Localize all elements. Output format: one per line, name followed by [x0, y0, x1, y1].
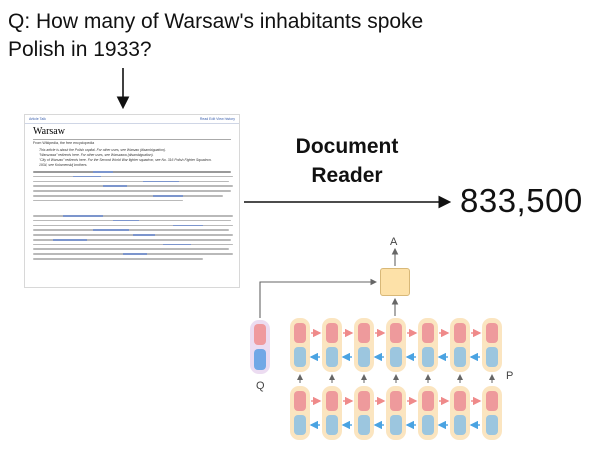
forward-state: [454, 391, 466, 411]
backward-state: [358, 415, 370, 435]
encoder-cell: [290, 318, 310, 372]
question-backward-state: [254, 349, 266, 370]
encoder-cell: [386, 318, 406, 372]
answer-output-box: [380, 268, 410, 296]
backward-state: [422, 347, 434, 367]
backward-state: [326, 415, 338, 435]
backward-state: [294, 415, 306, 435]
wiki-hatnotes: This article is about the Polish capital…: [39, 148, 229, 168]
question-forward-state: [254, 324, 266, 345]
encoder-cell: [482, 386, 502, 440]
forward-state: [422, 323, 434, 343]
encoder-cell: [450, 386, 470, 440]
forward-state: [486, 323, 498, 343]
encoder-cell: [386, 386, 406, 440]
forward-state: [326, 391, 338, 411]
backward-state: [326, 347, 338, 367]
forward-state: [454, 323, 466, 343]
backward-state: [358, 347, 370, 367]
backward-state: [390, 415, 402, 435]
forward-state: [294, 323, 306, 343]
forward-state: [390, 391, 402, 411]
encoder-cell: [290, 386, 310, 440]
wiki-hatnote: 1934, see Kolomenskij brothers.: [39, 163, 88, 167]
forward-state: [358, 323, 370, 343]
answer-text: 833,500: [460, 182, 583, 219]
wiki-hatnote: "Warszawa" redirects here. For other use…: [39, 153, 154, 157]
wiki-article-title: Warsaw: [33, 126, 65, 137]
wiki-paragraph-1: [33, 171, 233, 204]
backward-state: [422, 415, 434, 435]
wiki-hatnote: This article is about the Polish capital…: [39, 148, 166, 152]
wikipedia-page-thumbnail: Article Talk Read Edit View history Wars…: [24, 114, 240, 288]
encoder-cell: [322, 318, 342, 372]
question-encoder-cell: [250, 320, 270, 374]
wiki-paragraph-2: [33, 215, 233, 263]
forward-state: [390, 323, 402, 343]
backward-state: [294, 347, 306, 367]
forward-state: [358, 391, 370, 411]
wiki-hatnote: "City of Warsaw" redirects here. For the…: [39, 158, 212, 162]
wiki-title-rule: [33, 139, 231, 140]
backward-state: [486, 415, 498, 435]
paragraph-label: P: [506, 370, 514, 382]
forward-state: [486, 391, 498, 411]
encoder-cell: [354, 318, 374, 372]
forward-state: [326, 323, 338, 343]
forward-state: [422, 391, 434, 411]
encoder-cell: [450, 318, 470, 372]
backward-state: [390, 347, 402, 367]
wiki-tabs-left: Article Talk: [29, 117, 46, 121]
question-text: Q: How many of Warsaw's inhabitants spok…: [8, 10, 424, 61]
wiki-tabs-right: Read Edit View history: [199, 117, 235, 121]
encoder-cell: [322, 386, 342, 440]
answer-label: A: [390, 236, 398, 248]
backward-state: [454, 347, 466, 367]
document-reader-label: Document Reader: [295, 135, 399, 187]
forward-state: [294, 391, 306, 411]
backward-state: [454, 415, 466, 435]
question-label: Q: [256, 380, 265, 392]
encoder-cell: [418, 318, 438, 372]
wiki-from-line: From Wikipedia, the free encyclopedia: [33, 141, 95, 145]
question-to-answer-connector: [259, 278, 378, 318]
encoder-cell: [482, 318, 502, 372]
encoder-cell: [354, 386, 374, 440]
backward-state: [486, 347, 498, 367]
encoder-cell: [418, 386, 438, 440]
wiki-tab-bar: [25, 123, 239, 124]
